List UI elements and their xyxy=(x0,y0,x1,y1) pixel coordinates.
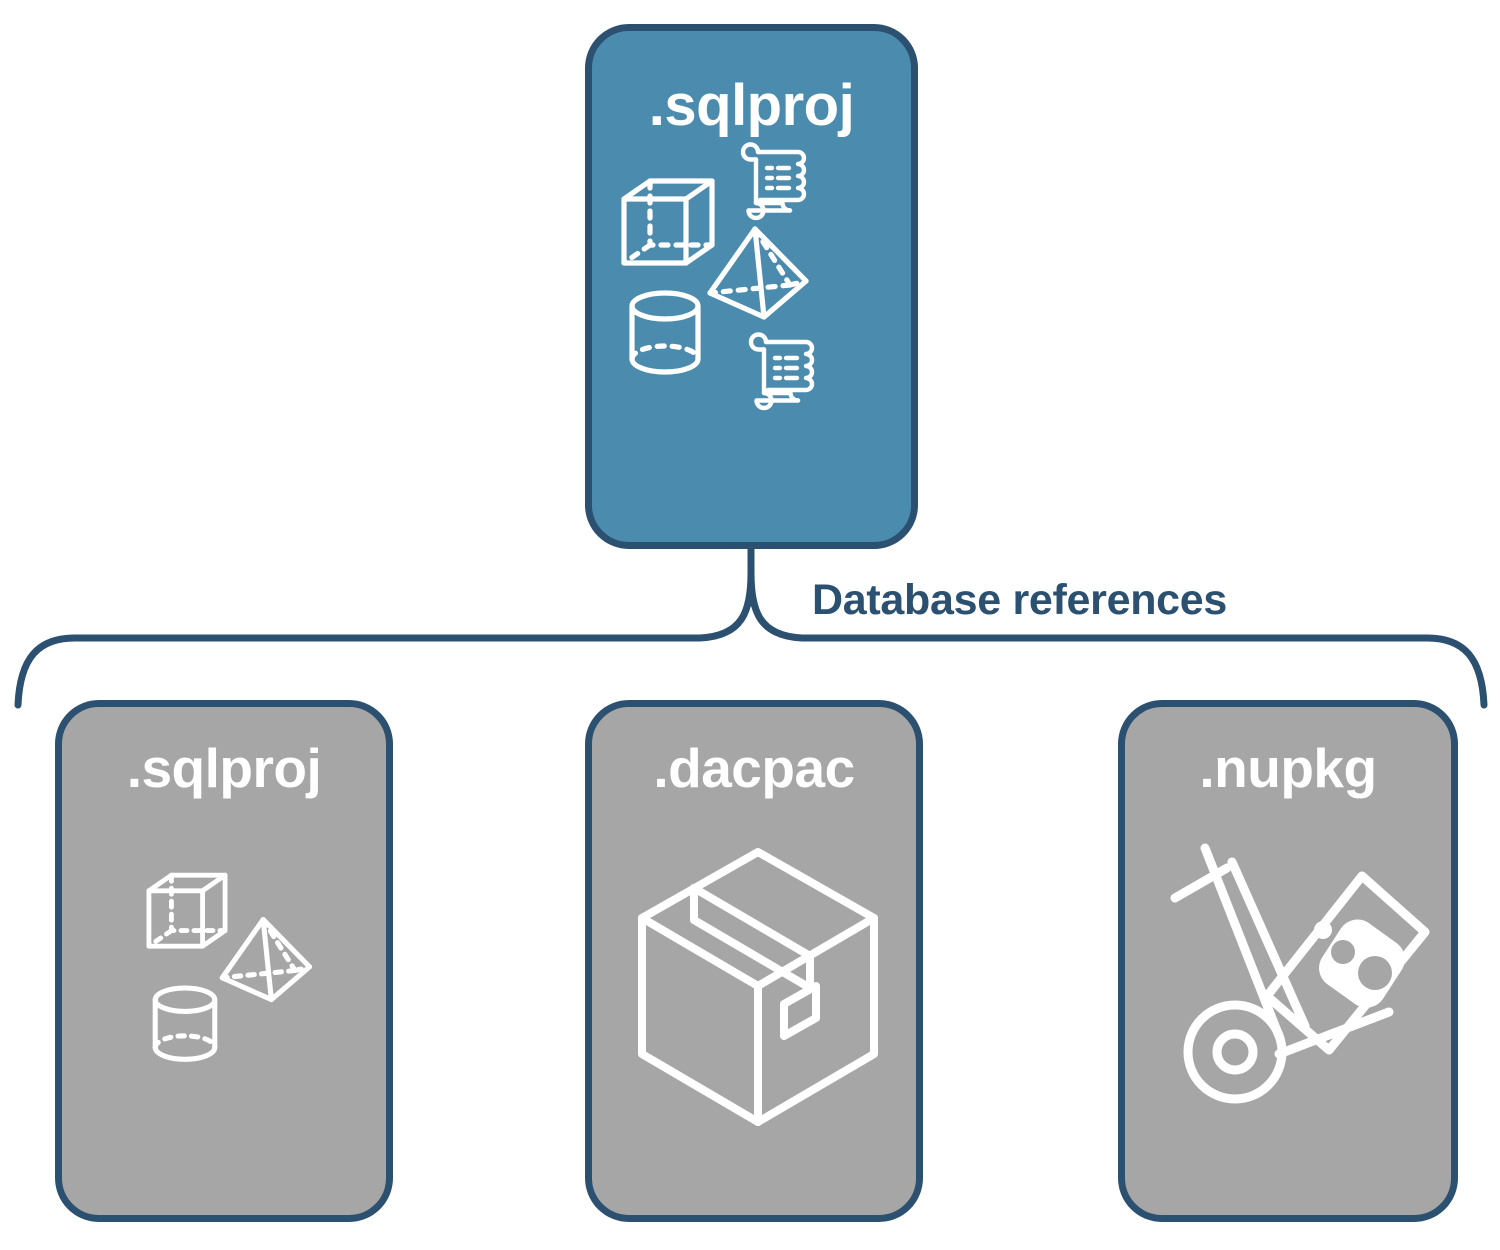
card-ref-nupkg[interactable]: .nupkg xyxy=(1118,700,1458,1222)
dacpac-icon-area xyxy=(592,796,916,1215)
card-root-sqlproj[interactable]: .sqlproj xyxy=(585,24,918,549)
cube-wireframe-icon xyxy=(146,872,228,949)
card-title: .sqlproj xyxy=(126,737,322,799)
pyramid-wireframe-icon xyxy=(219,917,313,1003)
card-ref-sqlproj[interactable]: .sqlproj xyxy=(55,700,393,1222)
scroll-script-icon xyxy=(748,332,815,411)
card-title: .sqlproj xyxy=(648,73,855,138)
connector-label: Database references xyxy=(812,576,1227,624)
hand-truck-icon xyxy=(1170,843,1430,1104)
root-card-icon-area xyxy=(592,135,911,542)
cylinder-wireframe-icon xyxy=(152,985,218,1062)
database-references-brace xyxy=(14,540,1488,709)
card-title: .dacpac xyxy=(653,737,855,799)
card-ref-dacpac[interactable]: .dacpac xyxy=(585,700,923,1222)
shipping-box-icon xyxy=(638,848,878,1126)
pyramid-wireframe-icon xyxy=(707,226,809,320)
cube-wireframe-icon xyxy=(621,178,715,266)
card-title: .nupkg xyxy=(1199,737,1377,799)
nupkg-icon-area xyxy=(1125,796,1451,1215)
nuget-package-box-icon xyxy=(1262,871,1430,1055)
sqlproj-icon-area xyxy=(62,796,386,1215)
cylinder-wireframe-icon xyxy=(629,290,701,375)
scroll-script-icon xyxy=(740,142,807,221)
